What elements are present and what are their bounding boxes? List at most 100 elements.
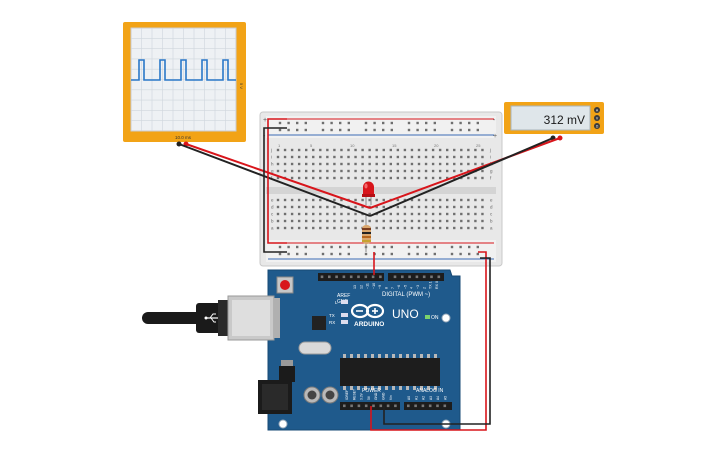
breadboard-hole[interactable] [326, 148, 329, 152]
breadboard-hole[interactable] [326, 169, 329, 173]
digital-pin-hole[interactable] [422, 275, 426, 279]
breadboard-hole[interactable] [431, 176, 435, 180]
breadboard-rail-hole[interactable] [321, 245, 325, 249]
breadboard-rail-hole[interactable] [425, 121, 428, 125]
breadboard-hole[interactable] [460, 198, 463, 202]
breadboard-hole[interactable] [403, 226, 407, 230]
breadboard-hole[interactable] [389, 176, 392, 180]
breadboard-hole[interactable] [446, 226, 449, 230]
breadboard-hole[interactable] [389, 148, 392, 152]
breadboard-hole[interactable] [375, 198, 378, 202]
breadboard-hole[interactable] [467, 219, 470, 223]
breadboard-hole[interactable] [326, 176, 329, 180]
resistor[interactable] [362, 215, 371, 252]
breadboard-hole[interactable] [290, 212, 294, 216]
breadboard-hole[interactable] [424, 226, 428, 230]
breadboard-rail-hole[interactable] [321, 128, 325, 132]
breadboard-hole[interactable] [446, 212, 449, 216]
breadboard-hole[interactable] [382, 148, 385, 152]
breadboard-hole[interactable] [417, 162, 421, 166]
breadboard-hole[interactable] [290, 205, 294, 209]
breadboard-rail-hole[interactable] [278, 252, 282, 256]
breadboard-hole[interactable] [438, 205, 442, 209]
breadboard-rail-hole[interactable] [347, 245, 350, 249]
breadboard-hole[interactable] [319, 198, 322, 202]
power-pin-hole[interactable] [386, 404, 390, 408]
breadboard-hole[interactable] [453, 162, 456, 166]
breadboard-hole[interactable] [396, 155, 400, 159]
breadboard-hole[interactable] [417, 169, 421, 173]
breadboard-rail-hole[interactable] [450, 128, 454, 132]
breadboard-rail-hole[interactable] [390, 252, 393, 256]
breadboard-hole[interactable] [438, 226, 442, 230]
breadboard-hole[interactable] [368, 169, 371, 173]
breadboard-hole[interactable] [319, 155, 322, 159]
breadboard-hole[interactable] [340, 162, 343, 166]
wire-rail-left-red[interactable] [267, 118, 287, 244]
breadboard-hole[interactable] [276, 162, 280, 166]
breadboard-hole[interactable] [340, 205, 343, 209]
breadboard-hole[interactable] [453, 226, 456, 230]
breadboard-hole[interactable] [326, 212, 329, 216]
breadboard-hole[interactable] [340, 148, 343, 152]
breadboard-hole[interactable] [446, 219, 449, 223]
breadboard-hole[interactable] [453, 198, 456, 202]
breadboard-hole[interactable] [305, 155, 308, 159]
breadboard-hole[interactable] [403, 155, 407, 159]
breadboard-rail-hole[interactable] [364, 121, 368, 125]
breadboard-hole[interactable] [375, 176, 378, 180]
breadboard-hole[interactable] [446, 162, 449, 166]
breadboard-rail-hole[interactable] [287, 128, 290, 132]
breadboard-hole[interactable] [276, 155, 280, 159]
breadboard-hole[interactable] [467, 198, 470, 202]
digital-pin-hole[interactable] [364, 275, 368, 279]
breadboard-hole[interactable] [347, 148, 350, 152]
breadboard-hole[interactable] [319, 148, 322, 152]
breadboard-hole[interactable] [389, 169, 392, 173]
digital-pin-hole[interactable] [437, 275, 441, 279]
breadboard-rail-hole[interactable] [433, 128, 436, 132]
breadboard-hole[interactable] [312, 205, 315, 209]
breadboard-hole[interactable] [410, 226, 414, 230]
breadboard-hole[interactable] [417, 205, 421, 209]
wire-mm-red[interactable] [369, 137, 561, 209]
breadboard-hole[interactable] [333, 155, 336, 159]
breadboard-hole[interactable] [361, 169, 364, 173]
breadboard-rail-hole[interactable] [296, 245, 299, 249]
breadboard-rail-hole[interactable] [339, 252, 342, 256]
breadboard-hole[interactable] [481, 212, 484, 216]
breadboard-hole[interactable] [333, 219, 336, 223]
breadboard-hole[interactable] [481, 169, 484, 173]
breadboard-hole[interactable] [424, 155, 428, 159]
breadboard-hole[interactable] [382, 155, 385, 159]
breadboard-hole[interactable] [312, 226, 315, 230]
wire-mm-black[interactable] [369, 137, 554, 217]
breadboard-hole[interactable] [481, 226, 484, 230]
breadboard-rail-hole[interactable] [459, 121, 462, 125]
digital-pin-hole[interactable] [320, 275, 324, 279]
breadboard-hole[interactable] [276, 198, 280, 202]
breadboard-hole[interactable] [297, 162, 301, 166]
breadboard-hole[interactable] [283, 155, 287, 159]
breadboard-rail-hole[interactable] [476, 128, 479, 132]
breadboard-hole[interactable] [431, 212, 435, 216]
bottom-pin-holes[interactable] [343, 404, 447, 408]
breadboard-rail-hole[interactable] [382, 252, 385, 256]
breadboard-rail-hole[interactable] [450, 121, 454, 125]
breadboard-hole[interactable] [467, 176, 470, 180]
breadboard-hole[interactable] [396, 198, 400, 202]
breadboard-hole[interactable] [481, 162, 484, 166]
breadboard-hole[interactable] [396, 219, 400, 223]
breadboard-hole[interactable] [326, 155, 329, 159]
breadboard-rail-hole[interactable] [347, 128, 350, 132]
breadboard-hole[interactable] [424, 205, 428, 209]
breadboard-rail-hole[interactable] [433, 121, 436, 125]
breadboard-hole[interactable] [481, 148, 484, 152]
breadboard-hole[interactable] [333, 198, 336, 202]
analog-pin-hole[interactable] [407, 404, 410, 408]
digital-pin-hole[interactable] [342, 275, 346, 279]
breadboard-hole[interactable] [467, 155, 470, 159]
breadboard-hole[interactable] [467, 212, 470, 216]
breadboard-rail-hole[interactable] [373, 245, 376, 249]
breadboard-rail-hole[interactable] [373, 121, 376, 125]
